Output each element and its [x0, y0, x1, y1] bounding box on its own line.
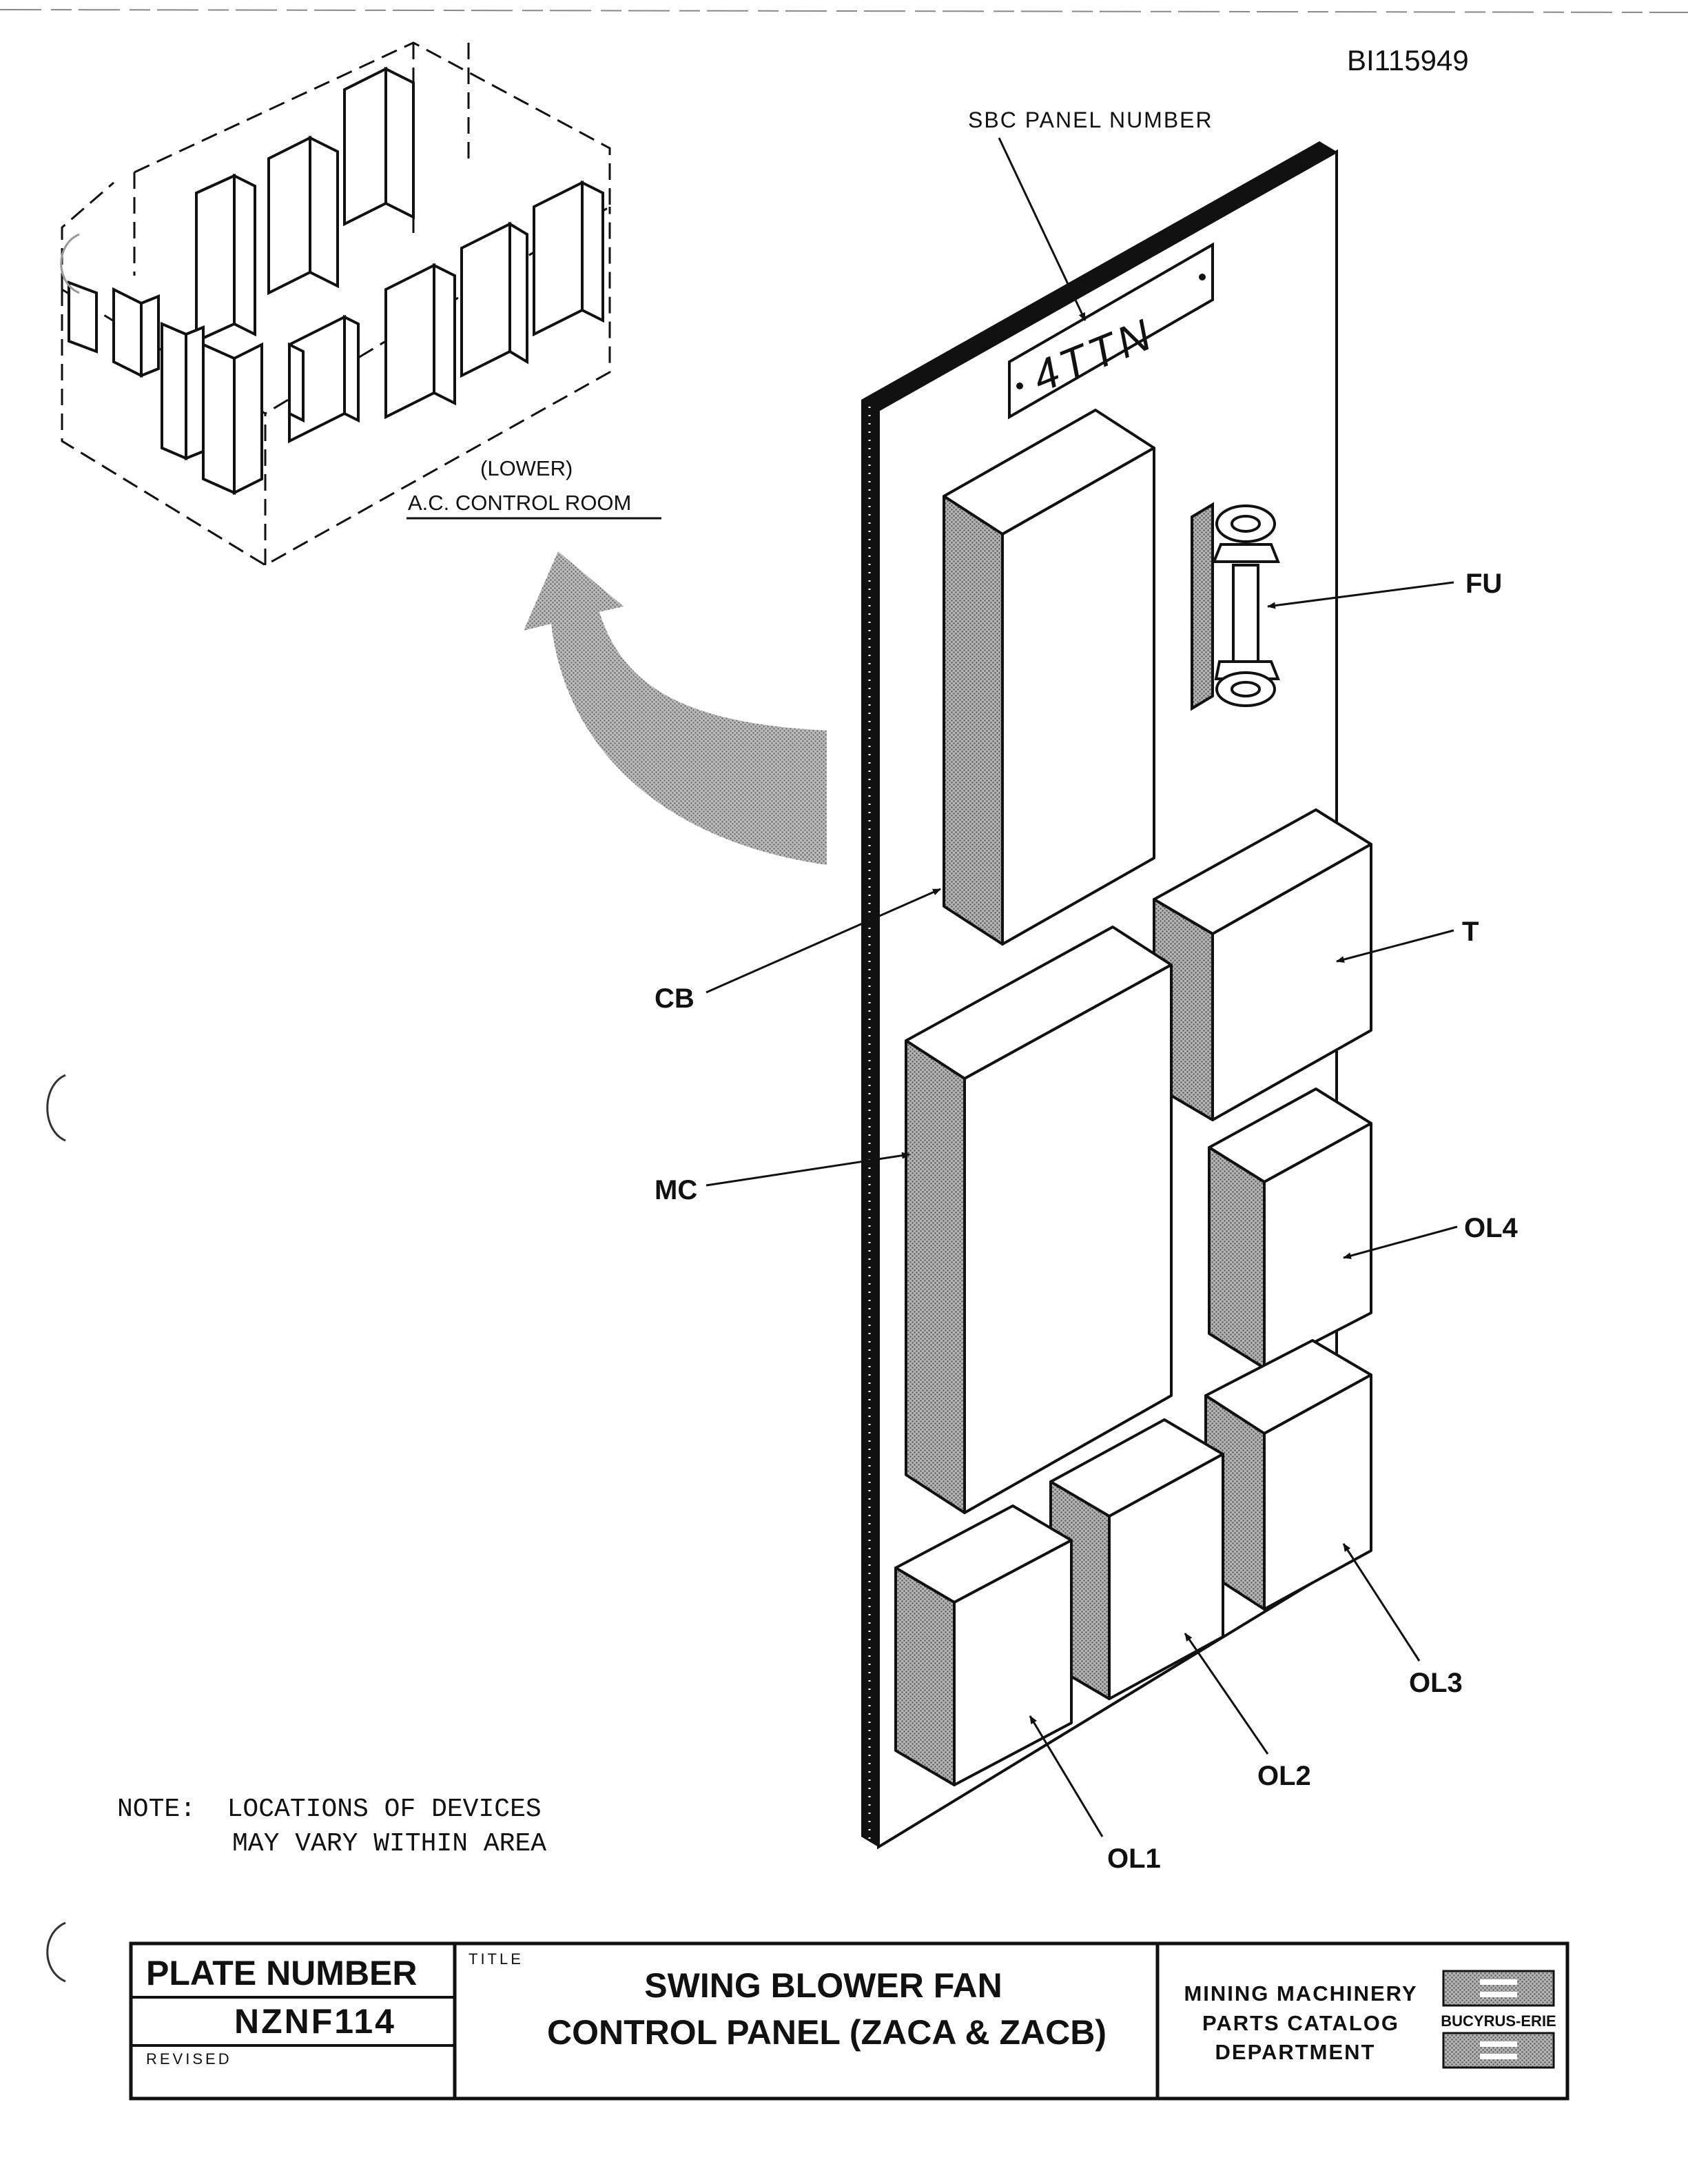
motor-contactor-mc: [905, 926, 1173, 1514]
margin-mark-1: [46, 1074, 66, 1142]
margin-mark-3: [60, 233, 80, 294]
fuse-fu: [1191, 502, 1280, 711]
revised-label: REVISED: [146, 2050, 232, 2068]
bucyrus-erie-logo: BUCYRUS-ERIE: [1441, 1970, 1556, 2069]
dept-line-2: PARTS CATALOG: [1202, 2011, 1399, 2035]
callout-ol4: OL4: [1464, 1213, 1519, 1243]
location-pointer-arrow: [524, 551, 827, 865]
margin-mark-2: [46, 1921, 66, 1983]
control-room-cabinets: [68, 66, 604, 496]
overload-ol4: [1208, 1088, 1372, 1369]
callout-fu: FU: [1465, 569, 1502, 599]
dept-line-1: MINING MACHINERY: [1184, 1981, 1417, 2006]
callout-cb: CB: [655, 983, 694, 1014]
title-label: TITLE: [469, 1950, 524, 1968]
title-block: [129, 1941, 1569, 2101]
drawing-number: BI115949: [1347, 44, 1469, 76]
title-line-1: SWING BLOWER FAN: [644, 1966, 1002, 2005]
logo-text: BUCYRUS-ERIE: [1441, 2012, 1556, 2030]
note-line-1: NOTE: LOCATIONS OF DEVICES: [117, 1795, 542, 1824]
callout-sbc-panel-number: SBC PANEL NUMBER: [968, 108, 1213, 132]
overload-ol1: [894, 1504, 1073, 1786]
note-line-2: MAY VARY WITHIN AREA: [232, 1829, 546, 1859]
callout-ol3: OL3: [1409, 1668, 1463, 1698]
callout-mc: MC: [655, 1175, 697, 1205]
title-line-2: CONTROL PANEL (ZACA & ZACB): [547, 2013, 1107, 2052]
circuit-breaker-cb: [943, 409, 1155, 946]
plate-number-label: PLATE NUMBER: [146, 1954, 418, 1992]
inset-caption-room: A.C. CONTROL ROOM: [408, 491, 631, 515]
callout-ol2: OL2: [1257, 1761, 1311, 1791]
callout-leaders: [706, 137, 1458, 1837]
plate-number: NZNF114: [234, 2002, 396, 2041]
dept-line-3: DEPARTMENT: [1215, 2040, 1376, 2064]
callout-t: T: [1462, 917, 1479, 947]
transformer-t: [1153, 808, 1372, 1121]
callout-ol1: OL1: [1107, 1844, 1161, 1874]
inset-caption-lower: (LOWER): [480, 456, 573, 480]
